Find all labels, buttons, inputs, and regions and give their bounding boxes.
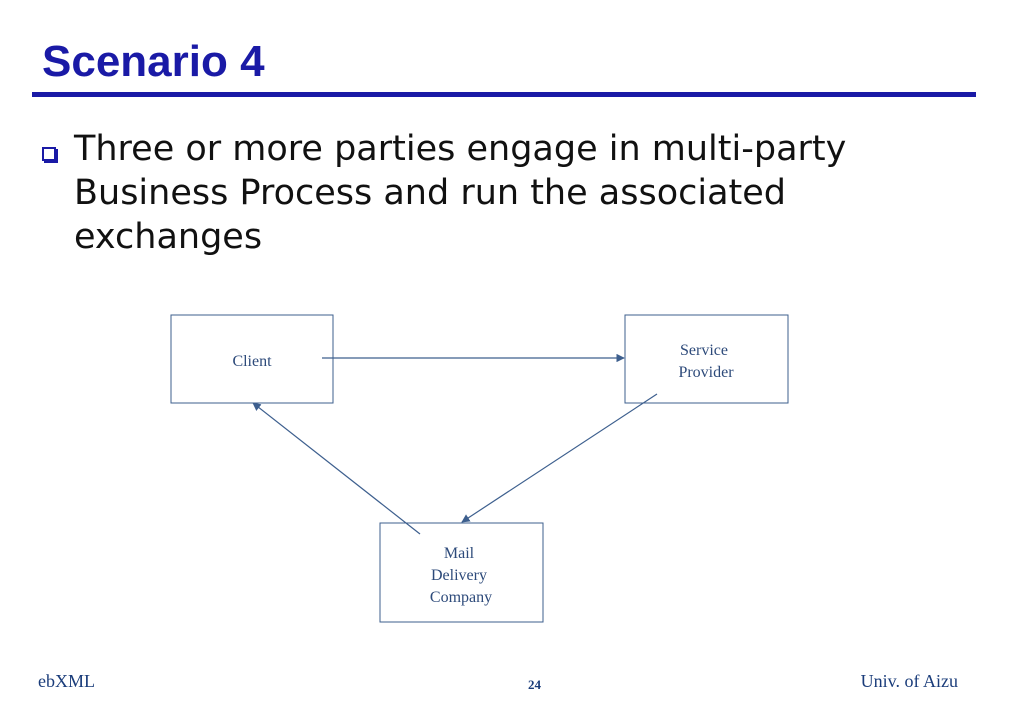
arrow-mail-delivery-to-client [252,402,421,535]
mail-delivery-label-line-1: Mail [444,545,475,562]
service-provider-box [624,314,789,404]
mail-delivery-label-line-3: Company [430,589,492,606]
mail-delivery-box [379,522,544,623]
arrow-service-provider-to-mail-delivery [461,393,658,523]
footer-left-label: ebXML [38,671,95,691]
slide-title: Scenario 4 [42,37,265,86]
bullet-item: Three or more parties engage in multi-pa… [42,127,942,259]
client-box [170,314,334,404]
client-label-line-1: Client [232,353,272,370]
square-bullet-icon [42,147,56,161]
service-provider-label-line-1: Service [680,342,728,359]
mail-delivery-label: Mail Delivery Company [430,545,492,606]
mail-delivery-label-line-2: Delivery [431,567,487,584]
footer-right-label: Univ. of Aizu [860,671,958,691]
bullet-text: Three or more parties engage in multi-pa… [74,129,847,257]
service-provider-label: Service Provider [678,342,734,381]
service-provider-label-line-2: Provider [678,364,734,381]
client-label: Client [232,353,272,370]
page-number: 24 [528,677,541,692]
title-underline [32,92,976,97]
